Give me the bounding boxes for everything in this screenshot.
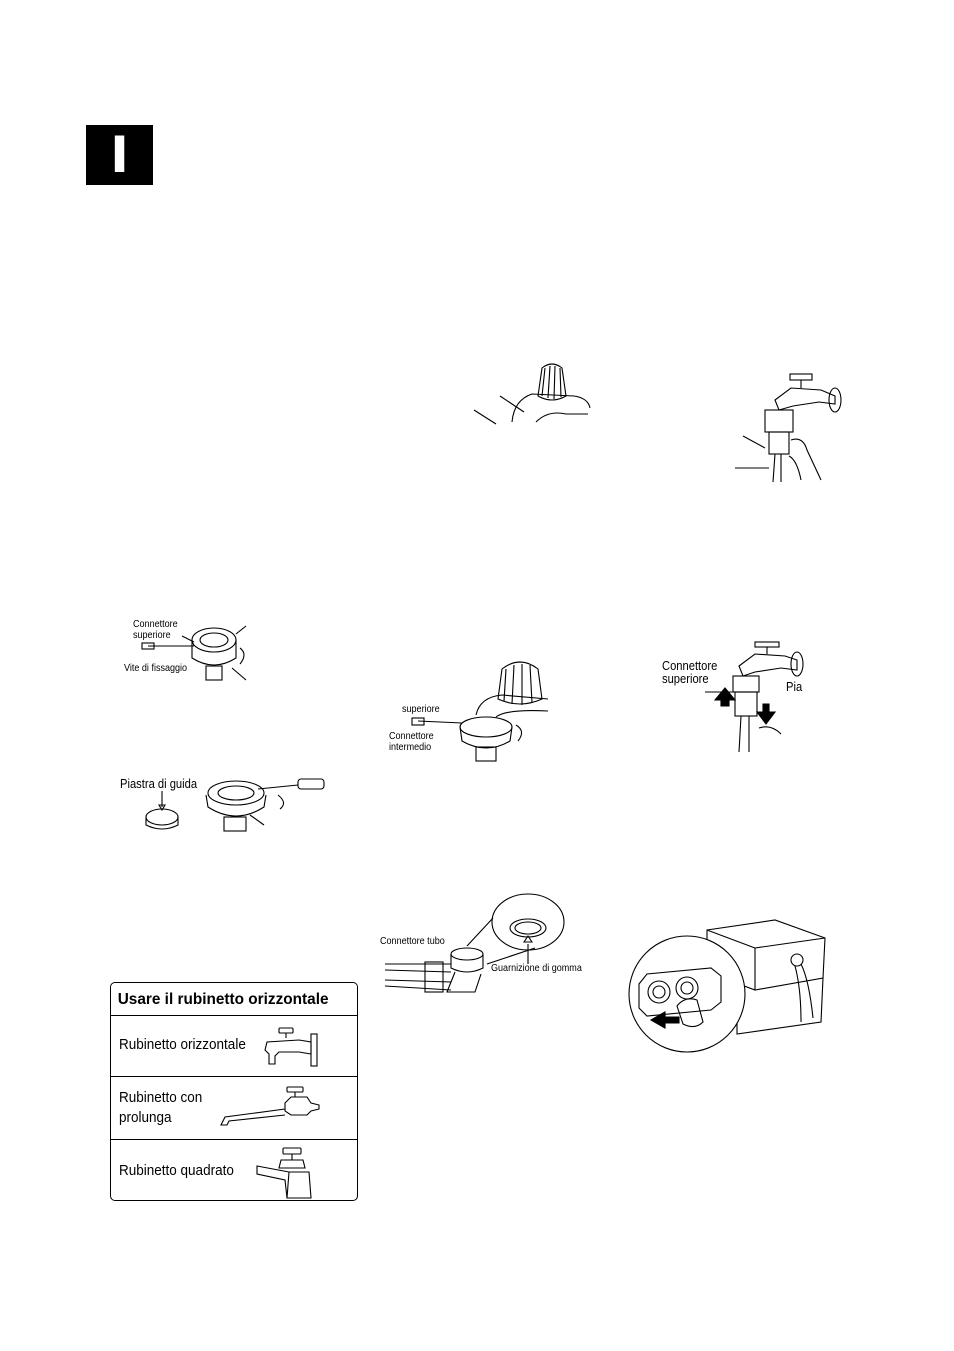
tap-type-table: Usare il rubinetto orizzontale Rubinetto… bbox=[110, 982, 358, 1201]
table-row: Rubinetto orizzontale bbox=[111, 1015, 357, 1077]
extended-tap-icon bbox=[215, 1085, 325, 1135]
square-tap-icon bbox=[253, 1146, 323, 1200]
horizontal-tap-icon bbox=[259, 1024, 321, 1070]
table-row: Rubinetto quadrato bbox=[111, 1139, 357, 1201]
tap-hand-illustration bbox=[735, 370, 845, 485]
knob-illustration bbox=[470, 360, 595, 430]
tap-arrows-illustration bbox=[705, 640, 805, 755]
label-pia: Pia bbox=[786, 680, 802, 693]
connector-screw-illustration bbox=[142, 624, 252, 686]
table-row-label: Rubinetto con prolunga bbox=[119, 1088, 202, 1128]
label-connettore-intermedio: Connettore intermedio bbox=[389, 731, 434, 753]
label-superiore: superiore bbox=[402, 704, 440, 715]
language-badge: I bbox=[86, 125, 153, 185]
label-guarnizione-di-gomma: Guarnizione di gomma bbox=[491, 963, 582, 974]
guide-plate-illustration bbox=[138, 775, 328, 835]
washer-inlet-illustration bbox=[625, 918, 835, 1060]
label-connettore-superiore-right: Connettore superiore bbox=[662, 659, 722, 685]
table-title: Usare il rubinetto orizzontale bbox=[111, 983, 347, 1016]
table-row-label: Rubinetto quadrato bbox=[119, 1161, 234, 1181]
label-connettore-tubo: Connettore tubo bbox=[380, 936, 445, 947]
hose-connector-illustration bbox=[385, 892, 585, 1002]
table-row-label: Rubinetto orizzontale bbox=[119, 1035, 246, 1055]
table-row: Rubinetto con prolunga bbox=[111, 1076, 357, 1140]
label-vite-di-fissaggio: Vite di fissaggio bbox=[124, 663, 187, 674]
